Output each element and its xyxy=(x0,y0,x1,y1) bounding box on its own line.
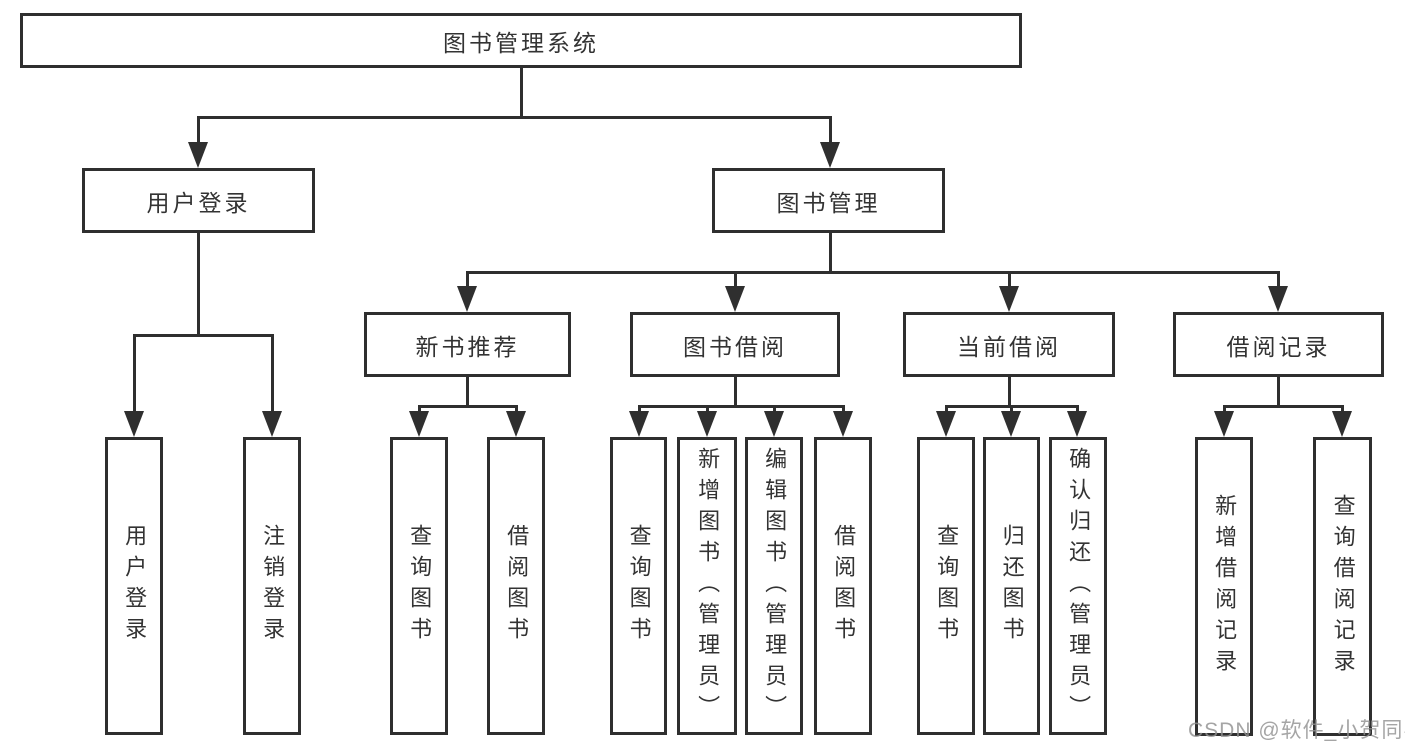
arrow-down-icon xyxy=(188,142,208,168)
arrow-down-icon xyxy=(697,411,717,437)
arrow-down-icon xyxy=(833,411,853,437)
leaf-return-book: 归还图书 xyxy=(983,437,1040,735)
connector-current-borrow-stem xyxy=(1008,375,1011,407)
connector-root-stem xyxy=(520,66,523,118)
leaf-borrow-book: 借阅图书 xyxy=(814,437,872,735)
arrow-down-icon xyxy=(262,411,282,437)
connector-stub xyxy=(466,271,469,289)
connector-new-book-rail xyxy=(418,405,517,408)
arrow-down-icon xyxy=(457,286,477,312)
connector-user-login-rail xyxy=(133,334,274,337)
leaf-confirm-return-admin: 确认归还（管理员） xyxy=(1049,437,1107,735)
arrow-down-icon xyxy=(409,411,429,437)
connector-book-borrow-stem xyxy=(734,375,737,407)
arrow-down-icon xyxy=(629,411,649,437)
leaf-query-book-borrow: 查询图书 xyxy=(610,437,667,735)
leaf-user-login: 用户登录 xyxy=(105,437,163,735)
csdn-watermark: CSDN @软件_小贺同学 xyxy=(1188,719,1405,742)
leaf-query-borrow-record: 查询借阅记录 xyxy=(1313,437,1372,736)
leaf-borrow-book-recommend: 借阅图书 xyxy=(487,437,545,735)
arrow-down-icon xyxy=(506,411,526,437)
root-node: 图书管理系统 xyxy=(20,13,1022,68)
connector-stub xyxy=(1277,271,1280,289)
arrow-down-icon xyxy=(1067,411,1087,437)
connector-stub xyxy=(1008,271,1011,289)
leaf-add-book-admin: 新增图书（管理员） xyxy=(677,437,737,735)
node-book-borrow: 图书借阅 xyxy=(630,312,840,377)
arrow-down-icon xyxy=(1001,411,1021,437)
arrow-down-icon xyxy=(124,411,144,437)
arrow-down-icon xyxy=(725,286,745,312)
connector-stub xyxy=(829,116,832,146)
arrow-down-icon xyxy=(1214,411,1234,437)
node-book-management: 图书管理 xyxy=(712,168,945,233)
connector-book-mgmt-rail xyxy=(466,271,1280,274)
arrow-down-icon xyxy=(1268,286,1288,312)
arrow-down-icon xyxy=(820,142,840,168)
connector-new-book-stem xyxy=(466,375,469,407)
connector-user-login-stem xyxy=(197,231,200,337)
arrow-down-icon xyxy=(764,411,784,437)
leaf-add-borrow-record: 新增借阅记录 xyxy=(1195,437,1253,736)
leaf-query-book-current: 查询图书 xyxy=(917,437,975,735)
connector-stub xyxy=(197,116,200,146)
connector-book-borrow-rail xyxy=(638,405,844,408)
connector-root-rail xyxy=(197,116,831,119)
connector-stub xyxy=(734,271,737,289)
connector-borrow-record-rail xyxy=(1223,405,1344,408)
leaf-query-book-recommend: 查询图书 xyxy=(390,437,448,735)
connector-stub xyxy=(271,334,274,414)
node-user-login: 用户登录 xyxy=(82,168,315,233)
connector-borrow-record-stem xyxy=(1277,375,1280,407)
node-borrow-record: 借阅记录 xyxy=(1173,312,1384,377)
leaf-logout: 注销登录 xyxy=(243,437,301,735)
connector-stub xyxy=(133,334,136,414)
node-current-borrow: 当前借阅 xyxy=(903,312,1115,377)
arrow-down-icon xyxy=(999,286,1019,312)
arrow-down-icon xyxy=(936,411,956,437)
connector-book-mgmt-stem xyxy=(829,231,832,273)
leaf-edit-book-admin: 编辑图书（管理员） xyxy=(745,437,803,735)
arrow-down-icon xyxy=(1332,411,1352,437)
node-new-book-recommend: 新书推荐 xyxy=(364,312,571,377)
